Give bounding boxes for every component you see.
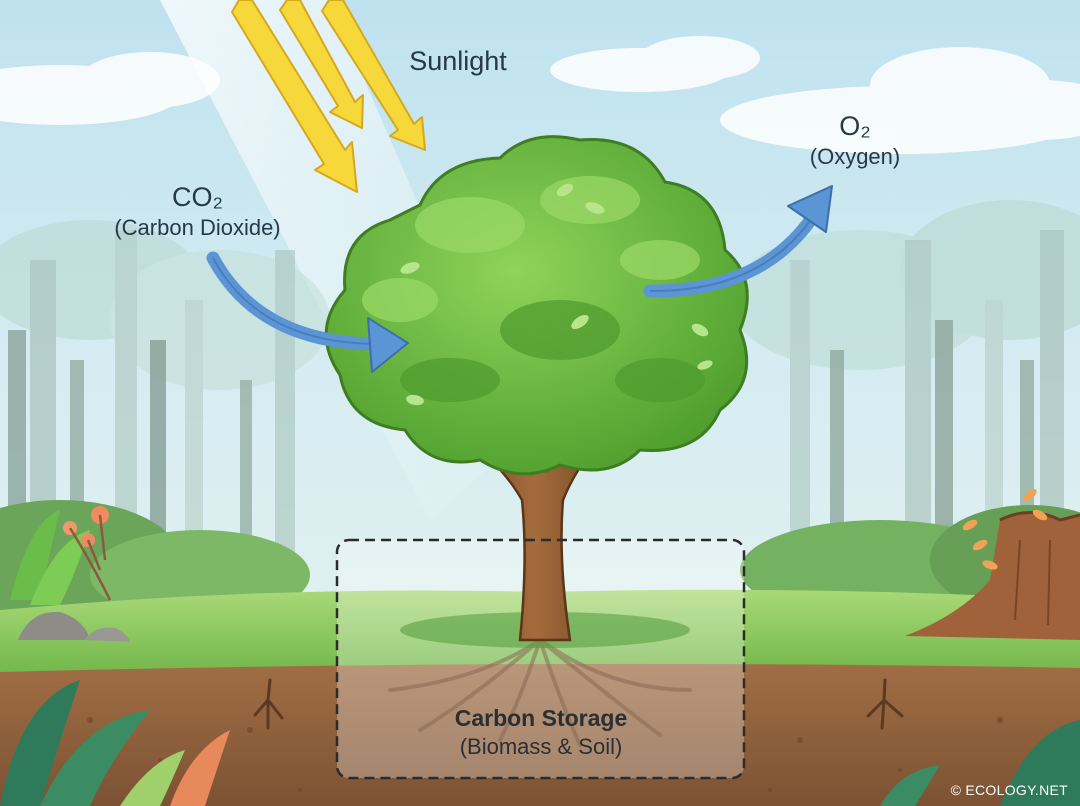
carbon-storage-label: Carbon Storage (Biomass & Soil)	[345, 705, 737, 760]
storage-title: Carbon Storage	[454, 705, 628, 731]
storage-subtitle: (Biomass & Soil)	[459, 734, 623, 760]
tree-roots	[388, 638, 692, 747]
o2-label: O₂ (Oxygen)	[785, 111, 925, 169]
co2-formula: CO₂	[172, 182, 223, 212]
sunlight-arrows	[231, 0, 426, 193]
soil-layer	[0, 663, 1080, 806]
o2-arrow	[643, 185, 833, 298]
right-foreground	[880, 489, 1080, 806]
co2-label: CO₂ (Carbon Dioxide)	[80, 182, 315, 240]
co2-name: (Carbon Dioxide)	[114, 215, 281, 241]
soil-dots	[87, 717, 1003, 792]
tree-canopy	[324, 135, 749, 476]
background-forest	[0, 200, 1080, 600]
co2-arrow	[206, 251, 409, 373]
copyright-credit: © ECOLOGY.NET	[950, 782, 1068, 798]
side-roots	[253, 678, 904, 730]
clouds	[0, 36, 1080, 154]
o2-formula: O₂	[839, 111, 871, 141]
o2-name: (Oxygen)	[809, 144, 901, 170]
storage-box-border	[335, 538, 746, 780]
sunlight-label: Sunlight	[409, 46, 507, 76]
rocks	[18, 611, 130, 642]
left-foreground-plants	[0, 506, 230, 806]
